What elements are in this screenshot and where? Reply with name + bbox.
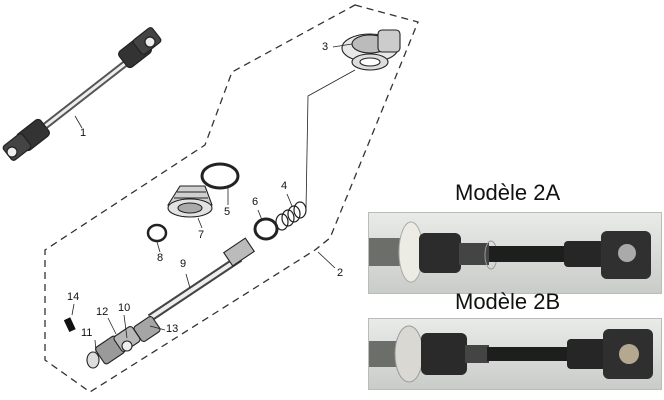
callout-10: 10 xyxy=(118,302,131,314)
part-3-flange xyxy=(341,29,401,71)
leader-6 xyxy=(257,209,263,221)
callout-11: 11 xyxy=(81,327,93,339)
callout-7: 7 xyxy=(198,229,205,241)
callout-8: 8 xyxy=(157,252,164,264)
callout-9: 9 xyxy=(180,258,187,270)
part-9-splined-shaft xyxy=(147,237,256,322)
leader-12 xyxy=(107,317,117,335)
part-1-complete-shaft xyxy=(2,27,162,161)
callout-14: 14 xyxy=(67,291,80,303)
callout-12: 12 xyxy=(96,306,109,318)
model-2b-title: Modèle 2B xyxy=(455,289,561,314)
part-universal-joint xyxy=(86,316,161,369)
callout-13: 13 xyxy=(166,323,179,335)
leader-11 xyxy=(94,339,97,353)
part-5-large-ring xyxy=(200,162,240,190)
callout-2: 2 xyxy=(337,267,344,279)
leader-9 xyxy=(185,273,191,289)
part-7-boot xyxy=(167,185,213,218)
leader-8 xyxy=(156,241,161,253)
leader-7 xyxy=(197,217,203,229)
part-8-small-ring xyxy=(146,223,168,243)
part-4-spring xyxy=(275,201,307,231)
part-6-ring xyxy=(253,217,279,241)
callout-1: 1 xyxy=(80,127,87,139)
model-2b-photo xyxy=(368,318,662,390)
callout-6: 6 xyxy=(252,196,259,208)
leader-2 xyxy=(317,251,336,269)
leader-13 xyxy=(149,325,166,331)
leader-1 xyxy=(74,115,83,129)
leader-flange-to-4 xyxy=(305,69,356,211)
callout-4: 4 xyxy=(281,180,288,192)
leader-4 xyxy=(286,193,293,207)
model-2a-photo xyxy=(368,212,662,294)
leader-14 xyxy=(71,303,75,316)
model-2a-title: Modèle 2A xyxy=(455,180,561,205)
leader-3 xyxy=(332,43,353,48)
callout-3: 3 xyxy=(322,41,329,53)
part-14-grease-nipple xyxy=(63,317,76,333)
callout-5: 5 xyxy=(224,206,231,218)
assembly-dashed-outline xyxy=(44,4,419,393)
leader-10 xyxy=(123,314,128,339)
